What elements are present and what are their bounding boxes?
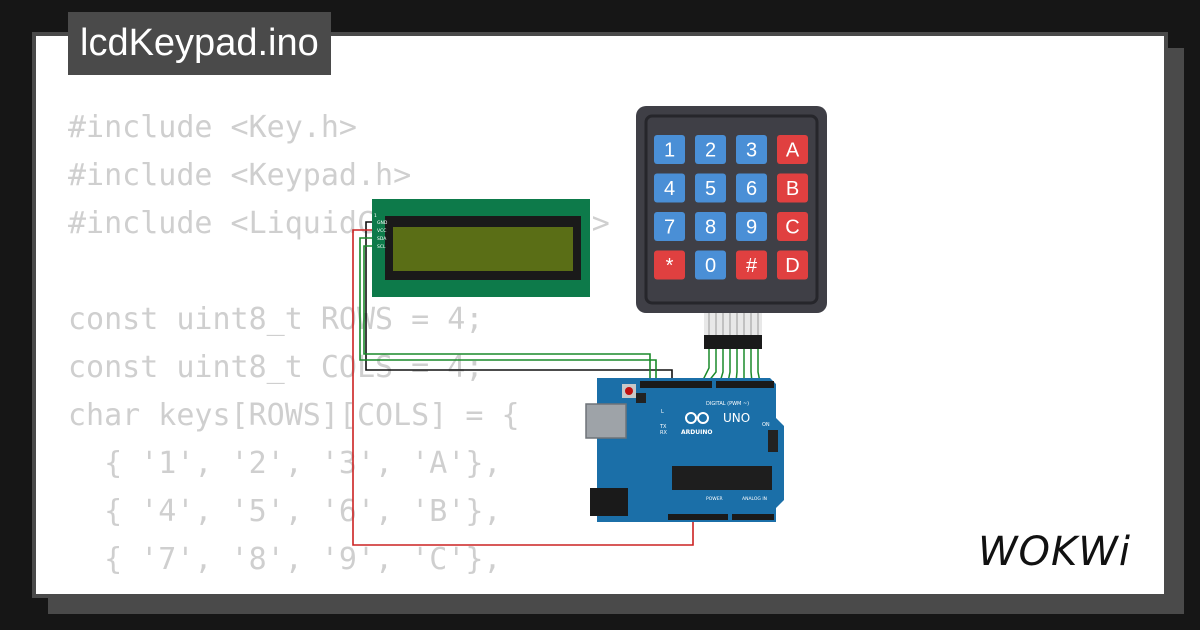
lcd-wires: [352, 221, 694, 546]
keypad-key-label: D: [785, 255, 799, 277]
digital-header-left: [640, 381, 712, 388]
keypad-membrane[interactable]: 1 2 3 A 4 5 6 B 7 8 9 C * 0 # D: [636, 106, 827, 349]
keypad-key-#[interactable]: [736, 250, 767, 280]
brand-label: ARDUINO: [681, 429, 712, 436]
code-line: const uint8_t COLS = 4;: [68, 350, 484, 385]
code-line: #include <Key.h>: [68, 110, 357, 145]
keypad-key-D[interactable]: [777, 250, 808, 280]
keypad-key-8[interactable]: [695, 212, 726, 241]
arduino-uno[interactable]: DIGITAL (PWM ~) UNO ARDUINO TX RX L ON P…: [585, 378, 784, 522]
code-line: { '4', '5', '6', 'B'},: [68, 494, 502, 529]
digital-header-right: [716, 381, 774, 388]
keypad-key-label: 8: [705, 217, 716, 239]
tx-label: TX: [659, 424, 667, 430]
keypad-key-0[interactable]: [695, 250, 726, 280]
icsp-header: [636, 393, 646, 403]
code-background: #include <Key.h>#include <Keypad.h>#incl…: [68, 104, 610, 594]
keypad-keys: 1 2 3 A 4 5 6 B 7 8 9 C * 0 # D: [654, 135, 808, 280]
code-line: const uint8_t ROWS = 4;: [68, 302, 484, 337]
code-line: { '7', '8', '9', 'C'},: [68, 542, 502, 577]
icsp-header-2: [768, 430, 778, 452]
lcd-pin-scl: SCL: [377, 244, 386, 250]
keypad-key-C[interactable]: [777, 212, 808, 241]
lcd-pin-sda: SDA: [377, 236, 387, 242]
keypad-key-2[interactable]: [695, 135, 726, 164]
keypad-key-label: 2: [705, 140, 716, 162]
keypad-wires: [701, 348, 761, 383]
code-line: { '*', '0', '#', 'D'}: [68, 584, 610, 594]
rx-label: RX: [660, 430, 667, 436]
microcontroller-chip: [672, 466, 772, 490]
keypad-key-*[interactable]: [654, 250, 685, 280]
keypad-key-label: A: [786, 140, 800, 162]
project-card: #include <Key.h>#include <Keypad.h>#incl…: [32, 32, 1168, 598]
keypad-key-label: 7: [664, 217, 675, 239]
keypad-key-label: 5: [705, 178, 716, 200]
file-title: lcdKeypad.ino: [68, 12, 331, 75]
keypad-key-5[interactable]: [695, 173, 726, 203]
keypad-key-label: 4: [664, 178, 675, 200]
keypad-key-7[interactable]: [654, 212, 685, 241]
keypad-key-label: 1: [664, 140, 675, 162]
model-label: UNO: [723, 411, 750, 425]
wire-sda: [359, 237, 657, 382]
code-line: char keys[ROWS][COLS] = {: [68, 398, 520, 433]
code-line: { '1', '2', '3', 'A'},: [68, 446, 502, 481]
keypad-inner-frame: [644, 114, 819, 305]
wire-gnd: [365, 221, 673, 382]
analog-header: [732, 514, 774, 520]
keypad-key-label: C: [785, 217, 799, 239]
power-header: [668, 514, 728, 520]
l-label: L: [661, 409, 664, 415]
power-jack: [590, 488, 628, 516]
keypad-key-label: 3: [746, 140, 757, 162]
lcd-pin-labels: 1 GND VCC SDA SCL: [374, 213, 388, 250]
lcd-screen: [393, 227, 573, 271]
on-label: ON: [762, 422, 770, 428]
keypad-key-A[interactable]: [777, 135, 808, 164]
keypad-key-3[interactable]: [736, 135, 767, 164]
keypad-key-label: 0: [705, 255, 716, 277]
wire-scl: [363, 245, 651, 382]
keypad-key-label: *: [666, 255, 674, 277]
lcd-pin-vcc: VCC: [377, 228, 386, 234]
svg-text:1: 1: [374, 213, 377, 219]
wire-vcc: [352, 229, 694, 546]
ribbon-header: [704, 335, 762, 349]
keypad-ribbon: [704, 313, 762, 349]
code-line: #include <Keypad.h>: [68, 158, 412, 193]
arduino-labels: DIGITAL (PWM ~) UNO ARDUINO TX RX L ON P…: [659, 401, 770, 502]
arduino-logo-icon: [685, 412, 709, 424]
keypad-key-label: 6: [746, 178, 757, 200]
keypad-key-label: 9: [746, 217, 757, 239]
wokwi-logo: WOKWi: [978, 529, 1131, 575]
usb-port: [585, 403, 627, 439]
keypad-key-B[interactable]: [777, 173, 808, 203]
keypad-key-label: B: [786, 178, 799, 200]
keypad-key-9[interactable]: [736, 212, 767, 241]
keypad-key-1[interactable]: [654, 135, 685, 164]
analog-label: ANALOG IN: [742, 496, 767, 502]
keypad-key-4[interactable]: [654, 173, 685, 203]
lcd-display[interactable]: 1 GND VCC SDA SCL: [372, 199, 590, 297]
power-label: POWER: [706, 496, 723, 502]
lcd-pin-gnd: GND: [377, 220, 388, 226]
keypad-key-6[interactable]: [736, 173, 767, 203]
digital-label: DIGITAL (PWM ~): [706, 401, 749, 407]
keypad-key-label: #: [746, 255, 758, 277]
